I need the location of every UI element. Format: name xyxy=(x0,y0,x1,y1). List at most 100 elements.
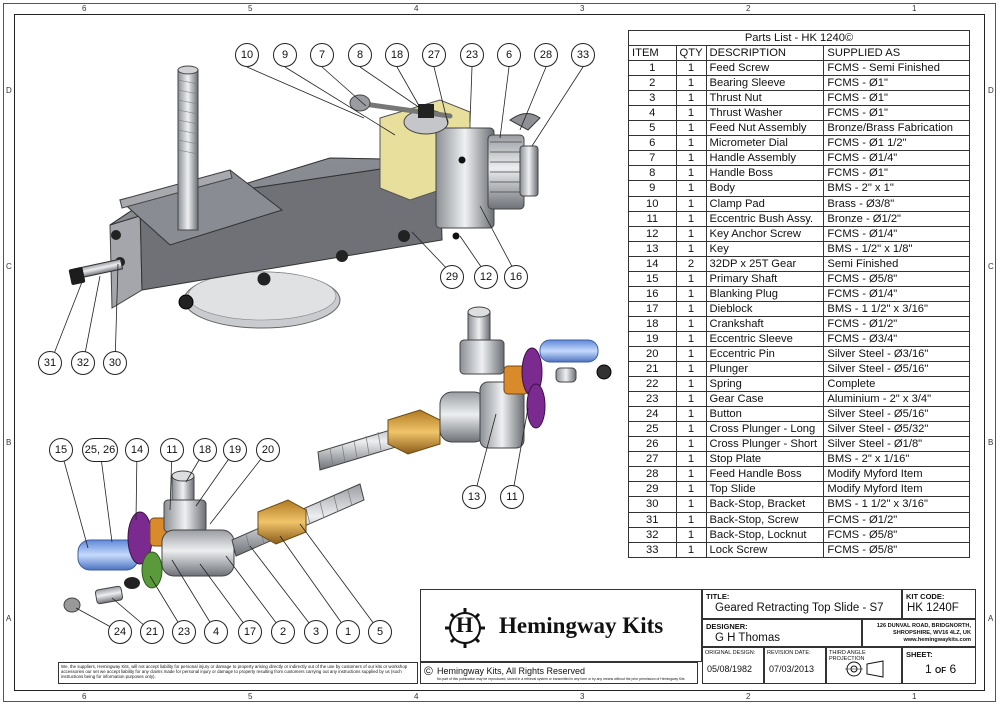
zone-bottom-2: 2 xyxy=(746,692,751,701)
item-description: Feed Screw xyxy=(705,60,825,77)
callout-1: 1 xyxy=(336,620,360,644)
item-supplied-as: FCMS - Ø1" xyxy=(823,75,970,92)
sheet-cell: SHEET: 1 OF 6 xyxy=(902,647,976,684)
item-description: Gear Case xyxy=(705,391,825,408)
item-supplied-as: Aluminium - 2" x 3/4" xyxy=(823,391,970,408)
callout-16: 16 xyxy=(504,265,528,289)
item-qty: 1 xyxy=(675,451,707,468)
gear-logo-icon xyxy=(445,608,485,648)
item-supplied-as: FCMS - Ø3/4" xyxy=(823,330,970,347)
leader-lines xyxy=(49,66,584,633)
item-number: 2 xyxy=(628,75,677,92)
disclaimer-panel: We, the suppliers, Hemingway Kits, will … xyxy=(58,662,418,684)
title-label: TITLE: xyxy=(706,592,730,601)
item-number: 30 xyxy=(628,496,677,513)
item-description: Cross Plunger - Short xyxy=(705,436,825,453)
item-number: 29 xyxy=(628,481,677,498)
item-number: 12 xyxy=(628,225,677,242)
item-description: Clamp Pad xyxy=(705,195,825,212)
revision-date: 07/03/2013 xyxy=(769,664,815,674)
zone-left-A: A xyxy=(6,614,12,623)
item-qty: 1 xyxy=(675,315,707,332)
zone-right-B: B xyxy=(988,438,994,447)
item-description: Bearing Sleeve xyxy=(705,75,825,92)
zone-top-5: 5 xyxy=(248,4,253,13)
zone-bottom-5: 5 xyxy=(248,692,253,701)
zone-left-D: D xyxy=(6,86,12,95)
item-description: Body xyxy=(705,180,825,197)
item-qty: 1 xyxy=(675,436,707,453)
callout-6: 6 xyxy=(497,43,521,67)
kit-code: HK 1240F xyxy=(907,602,959,614)
item-description: Micrometer Dial xyxy=(705,135,825,152)
title-block: H Hemingway Kits TITLE: Geared Retractin… xyxy=(420,589,976,684)
item-number: 5 xyxy=(628,120,677,137)
item-supplied-as: BMS - 1 1/2" x 3/16" xyxy=(823,300,970,317)
address-line-2: SHROPSHIRE, WV16 4LZ, UK xyxy=(892,630,971,636)
item-supplied-as: FCMS - Ø1" xyxy=(823,105,970,122)
item-supplied-as: FCMS - Ø1/2" xyxy=(823,315,970,332)
item-description: Eccentric Sleeve xyxy=(705,330,825,347)
item-description: Back-Stop, Bracket xyxy=(705,496,825,513)
item-qty: 1 xyxy=(675,120,707,137)
address-line-1: 126 DUNVAL ROAD, BRIDGNORTH, xyxy=(876,623,971,629)
item-description: Feed Nut Assembly xyxy=(705,120,825,137)
logo-panel: H Hemingway Kits xyxy=(420,589,702,662)
callout-25-26: 25, 26 xyxy=(82,438,118,462)
address-cell: 126 DUNVAL ROAD, BRIDGNORTH, SHROPSHIRE,… xyxy=(862,619,976,647)
zone-top-1: 1 xyxy=(912,4,917,13)
callout-21: 21 xyxy=(140,620,164,644)
sheet-number: 1 xyxy=(925,662,932,676)
item-supplied-as: Silver Steel - Ø3/16" xyxy=(823,345,970,363)
item-qty: 1 xyxy=(675,361,707,378)
item-supplied-as: FCMS - Ø5/8" xyxy=(823,541,970,558)
zone-bottom-6: 6 xyxy=(82,692,87,701)
original-design-cell: ORIGINAL DESIGN: 05/08/1982 xyxy=(702,647,764,684)
zone-left-C: C xyxy=(6,262,12,271)
item-supplied-as: FCMS - Ø5/8" xyxy=(823,270,970,287)
item-description: Eccentric Bush Assy. xyxy=(705,210,825,227)
parts-list-title: Parts List - HK 1240© xyxy=(628,29,970,47)
item-description: Back-Stop, Screw xyxy=(705,511,825,528)
header-qty: QTY xyxy=(675,45,707,62)
item-number: 26 xyxy=(628,436,677,453)
item-supplied-as: Silver Steel - Ø5/16" xyxy=(823,361,970,378)
item-description: Back-Stop, Locknut xyxy=(705,526,825,543)
item-qty: 1 xyxy=(675,300,707,317)
item-supplied-as: FCMS - Ø1/4" xyxy=(823,150,970,167)
item-description: Plunger xyxy=(705,361,825,378)
item-number: 7 xyxy=(628,150,677,167)
item-number: 20 xyxy=(628,345,677,363)
item-number: 17 xyxy=(628,300,677,317)
item-description: Key Anchor Screw xyxy=(705,225,825,242)
sheet-of: OF xyxy=(935,666,947,675)
item-number: 9 xyxy=(628,180,677,197)
callout-23-bottom: 23 xyxy=(172,620,196,644)
item-description: Stop Plate xyxy=(705,451,825,468)
item-qty: 1 xyxy=(675,285,707,302)
zone-right-D: D xyxy=(988,86,994,95)
callout-11-mid: 11 xyxy=(500,485,524,509)
projection-cell: THIRD ANGLE PROJECTION xyxy=(826,647,902,684)
item-number: 6 xyxy=(628,135,677,152)
item-supplied-as: Silver Steel - Ø5/32" xyxy=(823,421,970,438)
drawing-title: Geared Retracting Top Slide - S7 xyxy=(715,602,884,614)
kit-code-label: KIT CODE: xyxy=(906,592,945,601)
item-number: 27 xyxy=(628,451,677,468)
zone-bottom-4: 4 xyxy=(414,692,419,701)
original-design-date: 05/08/1982 xyxy=(707,664,753,674)
item-qty: 1 xyxy=(675,541,707,558)
